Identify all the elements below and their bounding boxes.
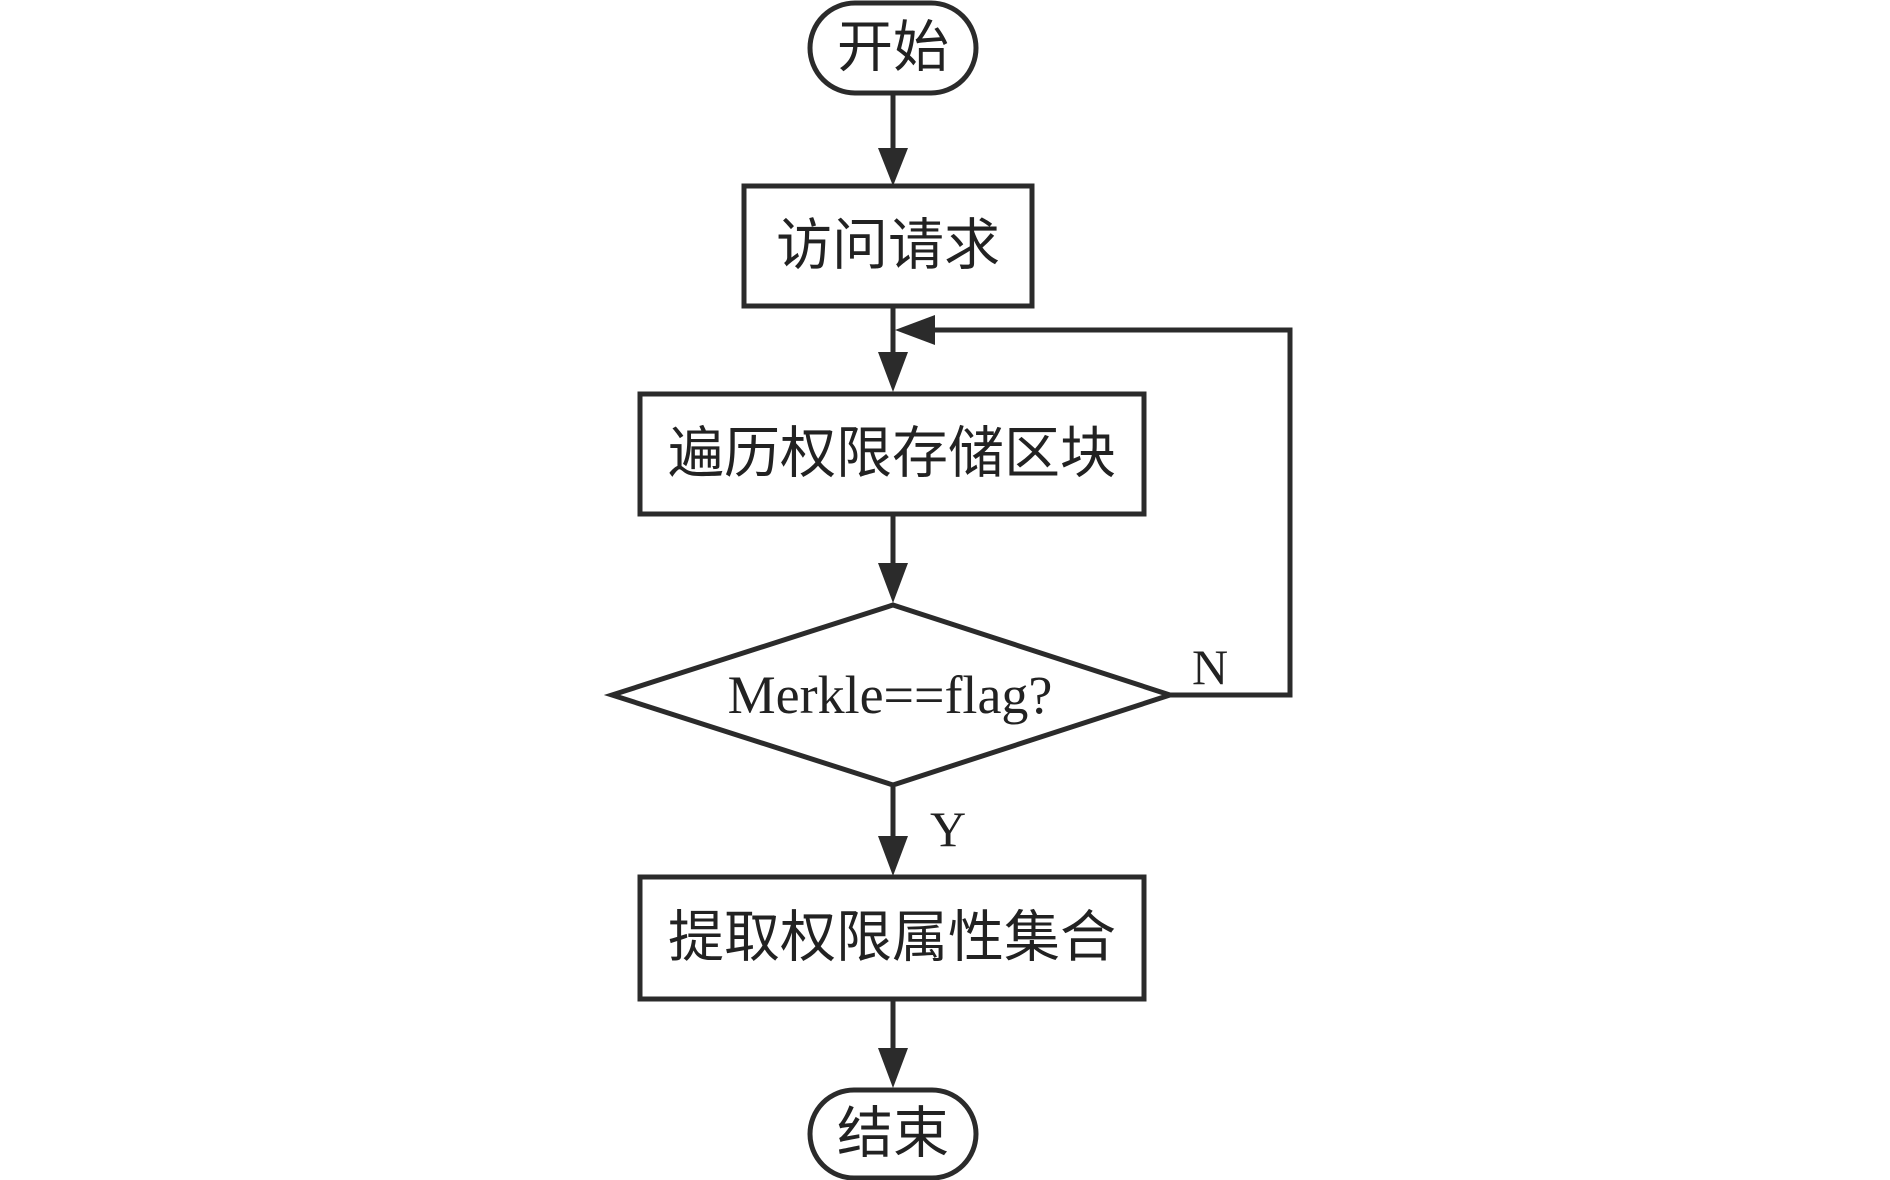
access-request-box (741, 183, 1035, 309)
branch-yes-label: Y (930, 801, 966, 857)
arrow-start-to-request (878, 148, 908, 186)
arrow-extract-to-end (878, 1048, 908, 1088)
branch-no-label: N (1192, 639, 1228, 695)
extract-attributes-label: 提取权限属性集合 (668, 906, 1116, 971)
start-label: 开始 (837, 16, 949, 81)
edge-decision-no-loop (930, 327, 1293, 698)
arrow-no-loop (895, 315, 935, 345)
arrow-decision-to-extract (878, 836, 908, 876)
decision-label: Merkle==flag? (728, 665, 1053, 725)
start-terminator (807, 0, 979, 96)
arrow-traverse-to-decision (878, 563, 908, 603)
extract-attributes-box (637, 874, 1147, 1002)
end-label: 结束 (837, 1102, 949, 1167)
traverse-blocks-label: 遍历权限存储区块 (668, 422, 1116, 487)
end-terminator (807, 1087, 979, 1180)
traverse-blocks-box (637, 391, 1147, 517)
access-request-label: 访问请求 (776, 214, 1000, 279)
arrow-request-to-traverse (878, 352, 908, 392)
decision-diamond (603, 602, 1179, 788)
